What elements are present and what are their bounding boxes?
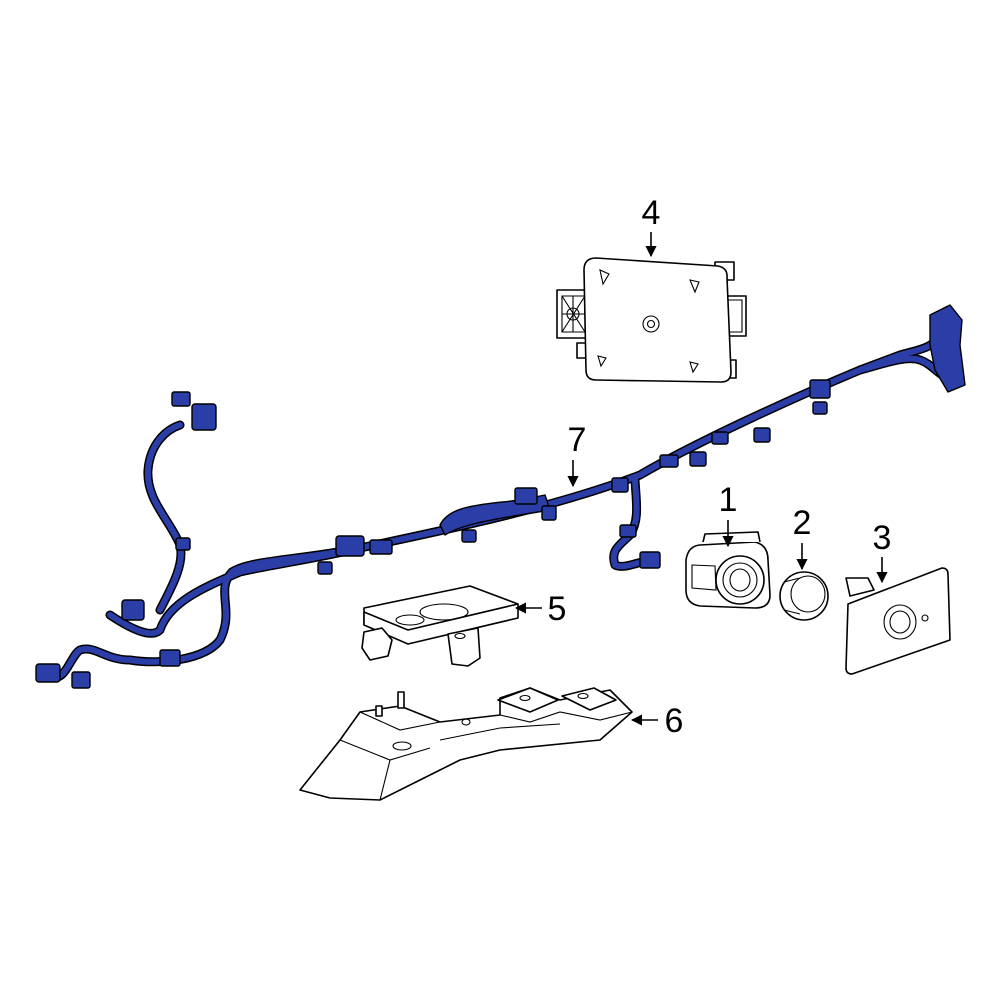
callout-4-label: 4: [642, 194, 661, 232]
callout-5: 5: [514, 590, 567, 628]
mounting-bracket-part-3[interactable]: [845, 567, 951, 675]
control-module-part-4[interactable]: [556, 257, 747, 383]
callout-1-label: 1: [719, 481, 738, 519]
callout-3: 3: [873, 519, 892, 584]
callout-3-label: 3: [873, 519, 892, 557]
callout-6-label: 6: [665, 702, 684, 740]
bumper-bracket-part-6[interactable]: [299, 687, 633, 801]
sensor-housing-part-5[interactable]: [361, 585, 519, 667]
parking-sensor-part-1[interactable]: [685, 531, 771, 609]
callout-1: 1: [719, 481, 738, 548]
callout-7: 7: [567, 421, 587, 488]
callout-5-label: 5: [548, 590, 567, 628]
wiring-harness-part-7[interactable]: [35, 304, 966, 689]
callout-7-label: 7: [568, 421, 587, 459]
callout-2-label: 2: [793, 504, 812, 542]
callout-2: 2: [793, 504, 812, 571]
retainer-ring-part-2[interactable]: [779, 571, 829, 621]
callout-6: 6: [630, 702, 684, 740]
callout-4: 4: [642, 194, 661, 258]
